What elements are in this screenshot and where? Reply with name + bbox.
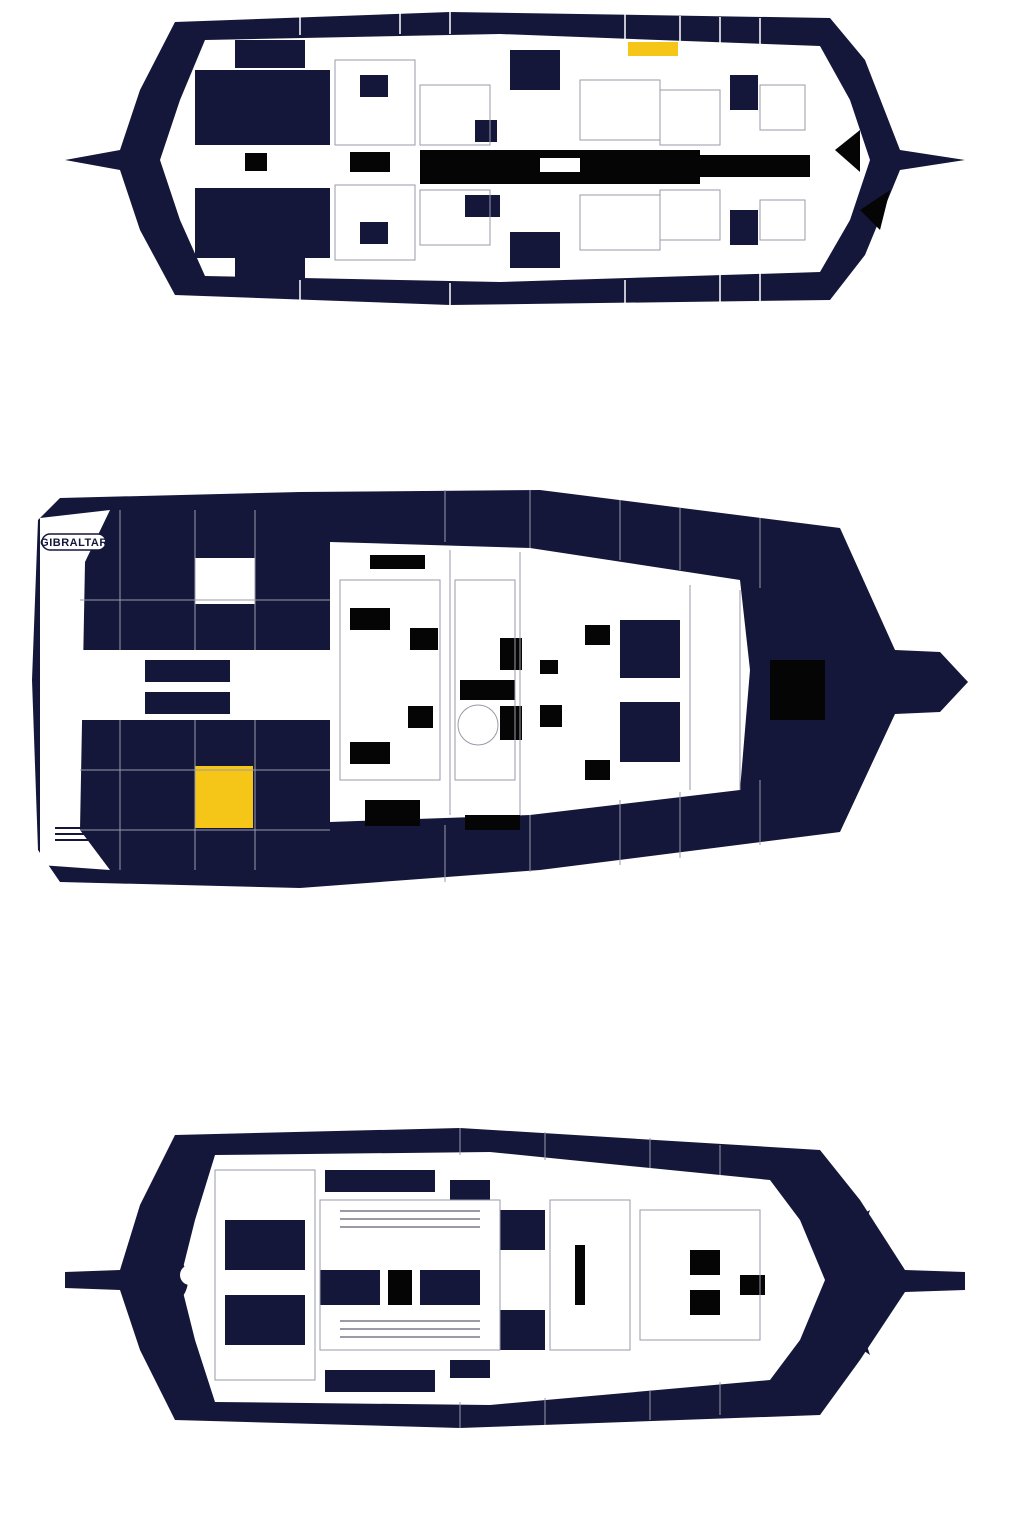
room-lines <box>334 59 806 261</box>
bow-marker <box>835 130 860 172</box>
stern-steps <box>55 827 100 841</box>
panel-blocks <box>195 40 758 278</box>
centre-spine <box>245 150 810 184</box>
deck-plan-main-drawing: GIBRALTAR <box>32 490 968 888</box>
interior-fixtures <box>350 555 825 830</box>
bow-panel-upper <box>820 1210 870 1270</box>
stern-platform <box>40 650 100 720</box>
fixtures <box>388 1245 765 1315</box>
deck-inner <box>180 1152 825 1405</box>
room-lines <box>214 1128 761 1428</box>
deck-plan-upper-drawing <box>65 12 965 305</box>
cockpit-blocks <box>145 660 230 714</box>
interior-panels <box>620 620 680 762</box>
deck-plan-main: GIBRALTAR <box>0 470 1024 910</box>
hull-marking-badge <box>41 533 107 551</box>
stern-helm-hub <box>180 1265 200 1285</box>
deck-plan-lower <box>0 1110 1024 1440</box>
stern-helm <box>132 1252 188 1308</box>
panel-grid-lines <box>299 12 761 305</box>
yellow-accent-panel <box>628 42 678 56</box>
hatch-white <box>195 558 255 604</box>
bow-marker-lower <box>860 190 890 230</box>
bow-panel-lower <box>820 1295 870 1355</box>
yellow-accent-panel <box>195 766 253 828</box>
deck-plan-lower-drawing <box>65 1128 965 1428</box>
deck-plan-upper <box>0 0 1024 330</box>
seating-pattern <box>340 1210 480 1338</box>
panel-grid-lines <box>80 490 761 882</box>
cabin-blocks <box>225 1170 545 1392</box>
hull-marking-text: GIBRALTAR <box>40 537 108 549</box>
spine-window <box>540 158 580 172</box>
